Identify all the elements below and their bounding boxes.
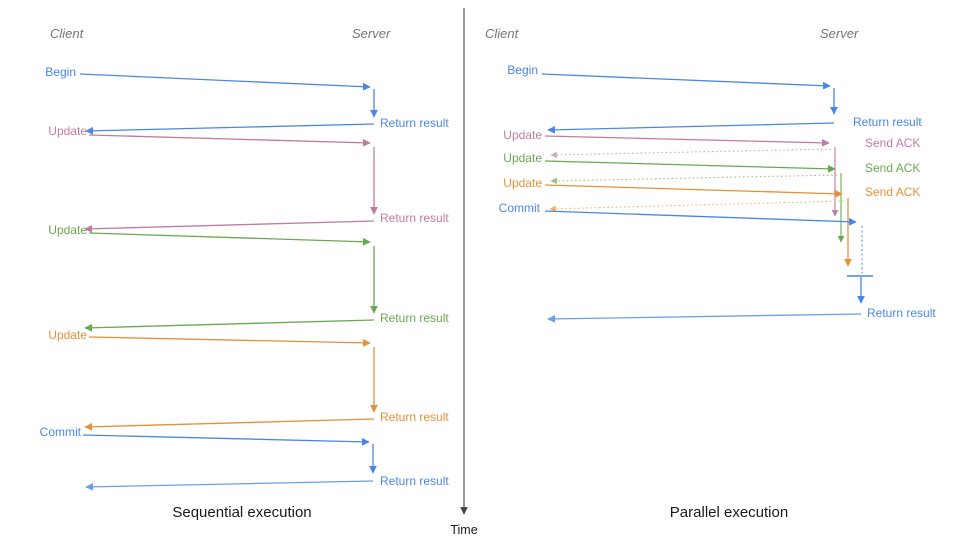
par-send-ack-3-label: Send ACK xyxy=(865,185,920,199)
par-send-ack-2-label: Send ACK xyxy=(865,161,920,175)
seq-client-header: Client xyxy=(50,26,85,41)
response-line xyxy=(84,220,375,233)
seq-step-update-3: Update Return result xyxy=(48,328,449,431)
par-step-begin: Begin Return result xyxy=(507,63,922,134)
request-line xyxy=(88,232,371,246)
response-line xyxy=(85,480,374,491)
parallel-panel: Client Server Begin Return result Update… xyxy=(485,26,936,521)
request-line xyxy=(544,135,830,147)
seq-server-header: Server xyxy=(352,26,391,41)
request-line xyxy=(82,434,370,446)
par-client-header: Client xyxy=(485,26,520,41)
par-return-result-2-label: Return result xyxy=(867,306,936,320)
ack-line xyxy=(549,200,845,213)
par-commit-label: Commit xyxy=(499,201,541,215)
ack-line xyxy=(550,148,832,159)
seq-update-1-label: Update xyxy=(48,124,87,138)
seq-step-update-2: Update Return result xyxy=(48,223,449,332)
par-return-result-1-label: Return result xyxy=(853,115,922,129)
par-update-1-label: Update xyxy=(503,128,542,142)
request-line xyxy=(88,336,371,347)
seq-return-result-1-label: Return result xyxy=(380,116,449,130)
response-line xyxy=(85,123,375,135)
request-line xyxy=(541,73,831,90)
time-axis: Time xyxy=(450,8,478,537)
ack-line xyxy=(550,174,838,185)
par-begin-label: Begin xyxy=(507,63,538,77)
par-step-update-2: Update Send ACK xyxy=(503,151,920,243)
par-update-3-label: Update xyxy=(503,176,542,190)
par-send-ack-1-label: Send ACK xyxy=(865,136,920,150)
seq-return-result-5-label: Return result xyxy=(380,474,449,488)
par-server-header: Server xyxy=(820,26,859,41)
seq-return-result-4-label: Return result xyxy=(380,410,449,424)
response-line xyxy=(84,418,375,431)
par-step-update-1: Update Send ACK xyxy=(503,128,920,217)
par-step-commit: Commit Return result xyxy=(499,201,936,323)
seq-return-result-3-label: Return result xyxy=(380,311,449,325)
response-line xyxy=(547,122,835,134)
sequential-caption: Sequential execution xyxy=(172,504,311,521)
seq-update-3-label: Update xyxy=(48,328,87,342)
seq-begin-label: Begin xyxy=(45,65,76,79)
request-line xyxy=(544,184,843,198)
seq-step-update-1: Update Return result xyxy=(48,124,449,233)
request-line xyxy=(79,73,371,91)
request-line xyxy=(88,134,371,147)
response-line xyxy=(547,313,862,323)
request-line xyxy=(544,210,857,226)
seq-return-result-2-label: Return result xyxy=(380,211,449,225)
par-update-2-label: Update xyxy=(503,151,542,165)
seq-commit-label: Commit xyxy=(40,425,82,439)
response-line xyxy=(84,319,375,332)
par-step-update-3: Update Send ACK xyxy=(503,176,920,267)
parallel-caption: Parallel execution xyxy=(670,504,788,521)
seq-step-commit: Commit Return result xyxy=(40,425,449,491)
request-line xyxy=(544,160,836,173)
sequential-panel: Client Server Begin Return result Update… xyxy=(40,26,450,521)
time-label: Time xyxy=(450,523,477,537)
seq-step-begin: Begin Return result xyxy=(45,65,449,135)
seq-update-2-label: Update xyxy=(48,223,87,237)
